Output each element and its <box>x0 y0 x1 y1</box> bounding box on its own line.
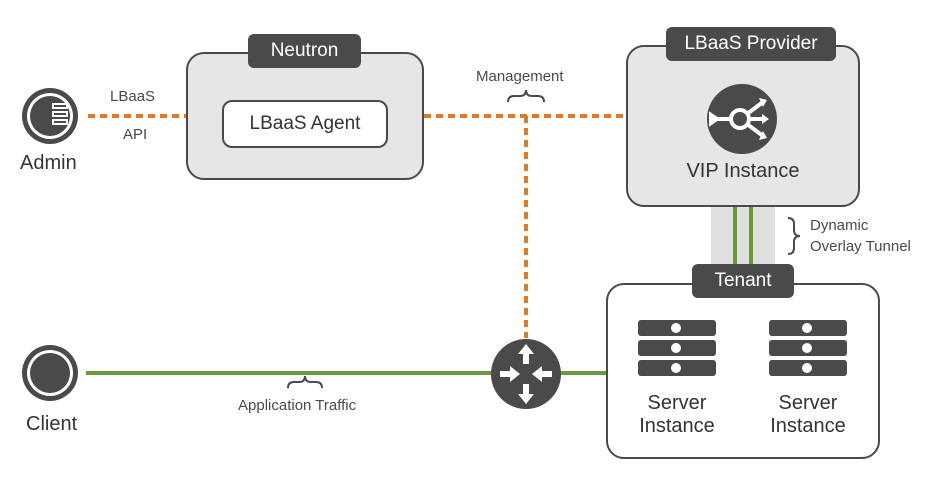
lbaas-agent-box[interactable]: LBaaS Agent <box>222 100 388 148</box>
lbaas-provider-title: LBaaS Provider <box>666 27 836 61</box>
client-label: Client <box>26 413 78 435</box>
server-2-line2: Instance <box>770 415 846 437</box>
user-icon <box>22 345 78 401</box>
management-label: Management <box>476 68 564 85</box>
admin-user-server-icon <box>22 88 78 144</box>
server-icon-2 <box>769 320 847 380</box>
application-brace <box>287 375 323 389</box>
lbaas-api-label-2: API <box>123 126 148 143</box>
management-brace <box>507 89 545 103</box>
admin-label: Admin <box>20 152 77 174</box>
vip-instance-label: VIP Instance <box>686 160 800 182</box>
overlay-tunnel <box>711 205 775 267</box>
server-2-line1: Server <box>778 392 838 414</box>
load-balancer-icon <box>707 84 777 154</box>
server-2-label: Server Instance <box>758 392 858 438</box>
router-icon[interactable] <box>490 338 562 410</box>
lbaas-api-label-1: LBaaS <box>110 88 156 105</box>
server-1-label: Server Instance <box>627 392 727 438</box>
neutron-title: Neutron <box>248 34 361 68</box>
client-node: Client <box>20 343 90 435</box>
overlay-brace <box>787 217 801 255</box>
application-traffic-label: Application Traffic <box>238 397 357 414</box>
server-1-line1: Server <box>647 392 707 414</box>
server-icon-1 <box>638 320 716 380</box>
overlay-label-1: Dynamic <box>810 217 869 234</box>
tenant-title: Tenant <box>692 264 794 298</box>
server-1-line2: Instance <box>639 415 715 437</box>
admin-node: Admin <box>20 86 90 174</box>
overlay-label-2: Overlay Tunnel <box>810 238 911 255</box>
